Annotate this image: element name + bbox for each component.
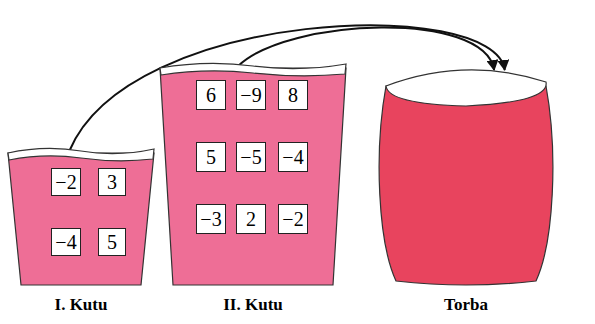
card-number: 5: [107, 232, 117, 252]
number-card: 2: [236, 204, 266, 234]
number-card: −4: [51, 228, 81, 256]
number-card: −5: [236, 142, 266, 172]
cup-rim: [8, 148, 154, 160]
card-number: 8: [288, 85, 298, 105]
curved-arrow: [238, 27, 494, 70]
number-card: 3: [98, 168, 126, 196]
bag-outline: [378, 62, 554, 285]
number-card: 5: [98, 228, 126, 256]
bag-opening: [386, 70, 546, 106]
card-number: 3: [107, 172, 117, 192]
number-card: 6: [196, 80, 226, 110]
number-card: −4: [278, 142, 308, 172]
number-card: −3: [196, 204, 226, 234]
container-caption: I. Kutu: [55, 295, 108, 315]
card-number: −2: [282, 209, 303, 229]
card-number: 6: [206, 85, 216, 105]
number-card: −2: [51, 168, 81, 196]
card-number: −4: [282, 147, 303, 167]
box-cup: I. Kutu−23−45: [8, 145, 154, 285]
number-card: 5: [196, 142, 226, 172]
container-caption: II. Kutu: [223, 295, 283, 315]
box-cup: II. Kutu6−985−5−4−32−2: [160, 60, 346, 285]
number-card: −9: [236, 80, 266, 110]
card-number: −9: [240, 85, 261, 105]
container-caption: Torba: [444, 295, 488, 315]
card-number: −3: [200, 209, 221, 229]
card-number: 2: [246, 209, 256, 229]
cup-body: [8, 153, 154, 285]
cup-outline: [8, 145, 154, 285]
cup-body: [160, 68, 346, 285]
card-number: 5: [206, 147, 216, 167]
card-number: −2: [55, 172, 76, 192]
number-card: 8: [278, 80, 308, 110]
bag-body: [379, 86, 553, 285]
cup-rim: [160, 63, 346, 75]
number-card: −2: [278, 204, 308, 234]
bag: Torba: [378, 62, 554, 285]
card-number: −4: [55, 232, 76, 252]
card-number: −5: [240, 147, 261, 167]
